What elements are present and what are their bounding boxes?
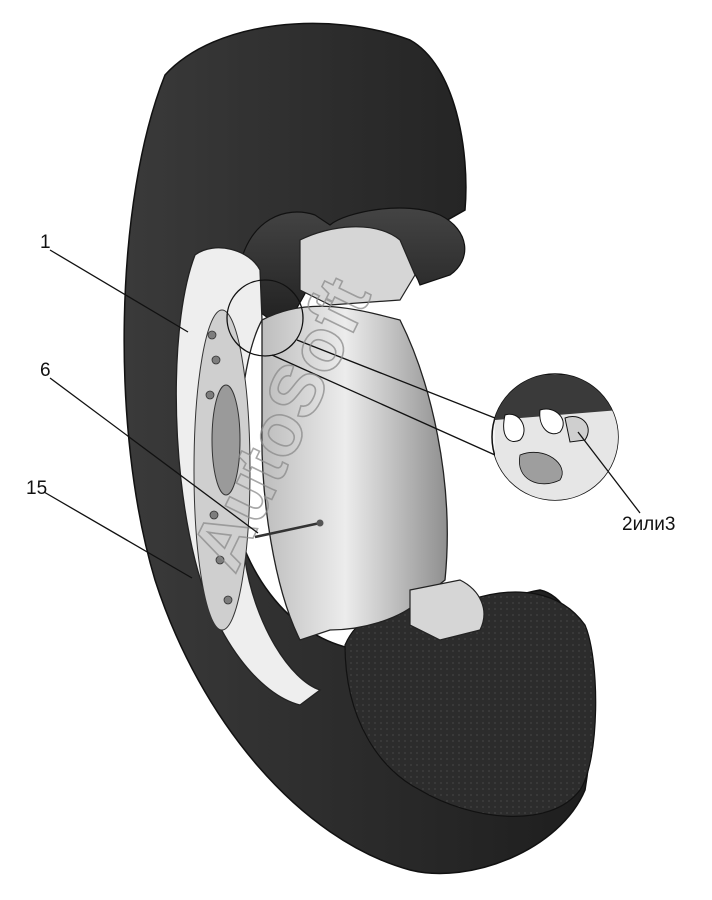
leader-1 (49, 249, 189, 333)
detail-link-line (296, 339, 501, 421)
leader-detail (577, 431, 641, 514)
callout-15: 15 (26, 478, 47, 499)
callout-1: 1 (40, 232, 51, 253)
valve-stem (254, 521, 321, 539)
detail-link-line-2 (271, 354, 496, 456)
valve-cap (316, 519, 324, 527)
rim-bead-seat-top (299, 226, 416, 306)
leader-lines (43, 249, 641, 579)
detail-source-circle (226, 279, 304, 357)
callout-6: 6 (40, 360, 51, 381)
leader-6 (49, 377, 259, 534)
rim (175, 226, 485, 706)
leader-15 (43, 491, 193, 579)
hub-bore (211, 384, 241, 496)
tire (123, 22, 597, 875)
callout-detail: 2или3 (622, 514, 675, 535)
rim-barrel (261, 305, 448, 641)
rim-bead-seat-bottom (409, 579, 485, 641)
bolt-holes (205, 330, 233, 605)
